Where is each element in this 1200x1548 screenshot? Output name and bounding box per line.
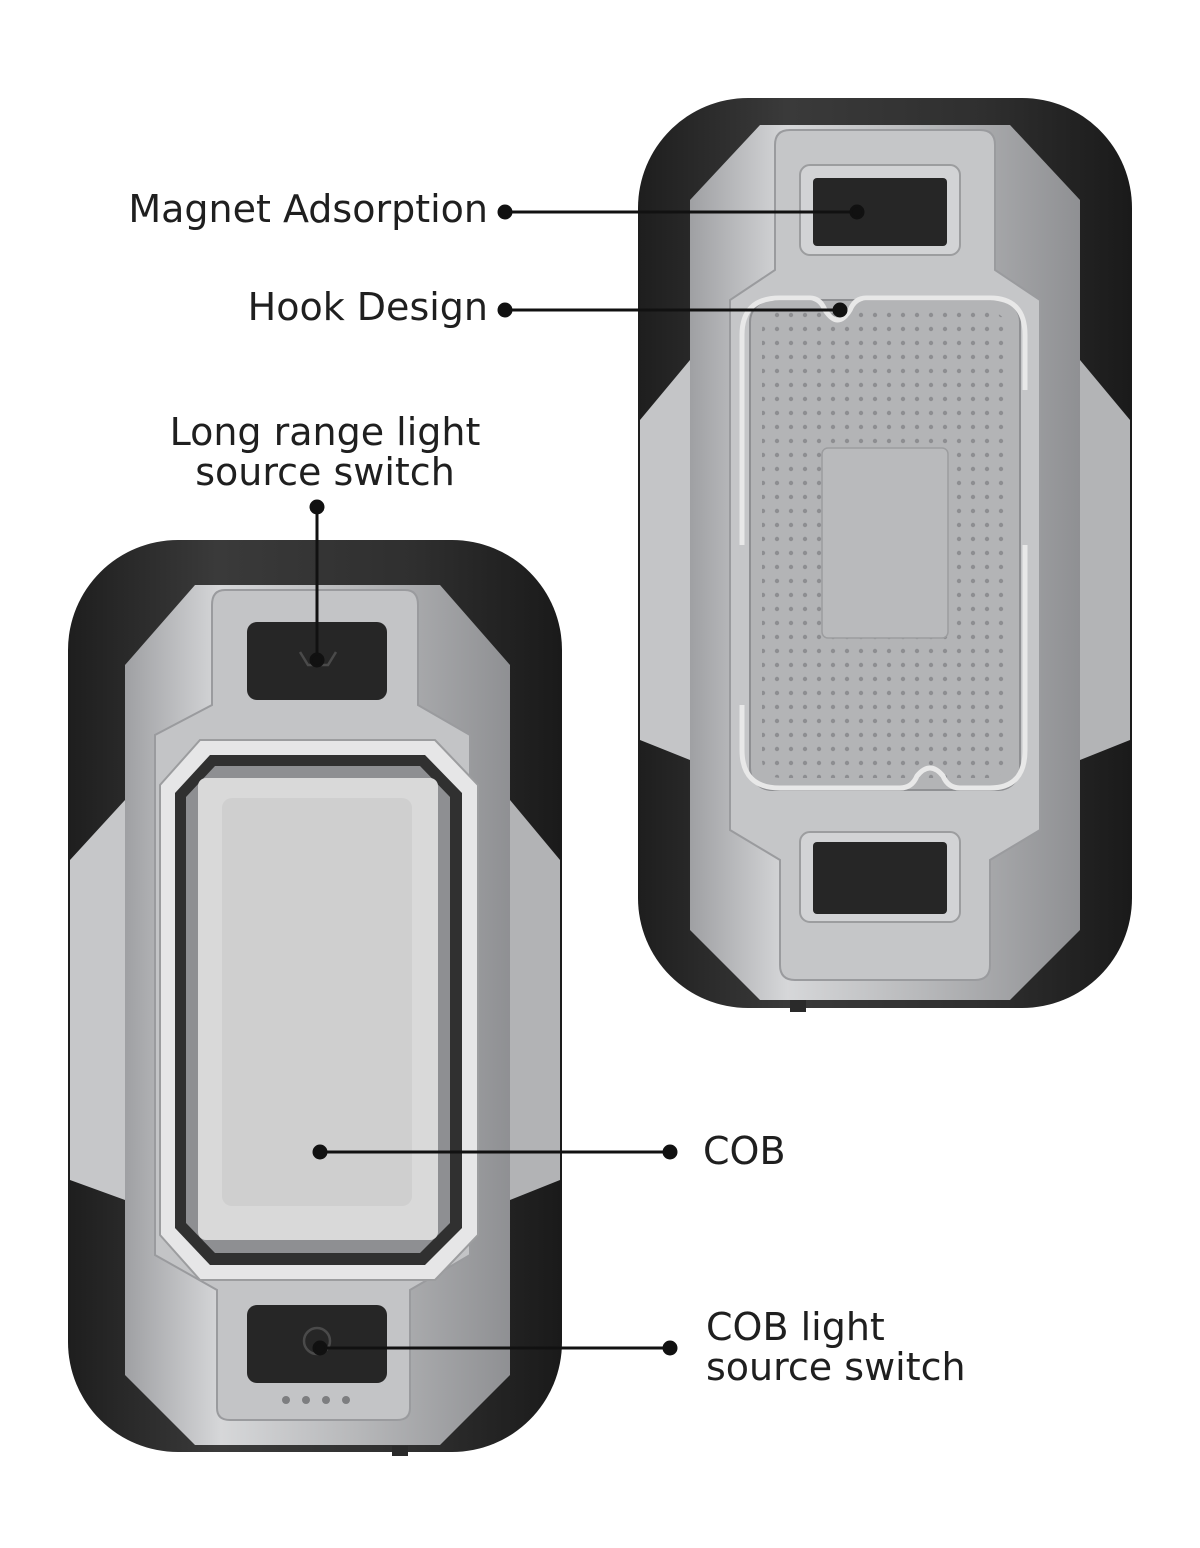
long-range-leader-start-dot xyxy=(309,499,325,515)
magnet-bottom-inner xyxy=(813,842,947,914)
label-long-range-line2: source switch xyxy=(195,449,455,494)
cob-switch-leader-start-dot xyxy=(312,1340,328,1356)
label-cob: COB xyxy=(703,1129,786,1173)
magnet-leader-end-dot xyxy=(849,204,865,220)
leader-lines xyxy=(309,204,865,1356)
label-cob-switch-line2: source switch xyxy=(706,1344,966,1389)
label-cob-switch: COB light source switch xyxy=(706,1305,966,1389)
hook-plate-center xyxy=(821,447,949,639)
hook-leader-start-dot xyxy=(497,302,513,318)
front-device xyxy=(68,540,562,1456)
cob-switch-leader-end-dot xyxy=(662,1340,678,1356)
label-long-range-line1: Long range light xyxy=(169,410,481,454)
battery-dot-3 xyxy=(322,1396,330,1404)
label-magnet-adsorption: Magnet Adsorption xyxy=(128,187,488,231)
magnet-top-inner xyxy=(813,178,947,246)
magnet-leader-start-dot xyxy=(497,204,513,220)
cob-leader-start-dot xyxy=(312,1144,328,1160)
battery-dot-1 xyxy=(282,1396,290,1404)
cob-leader-end-dot xyxy=(662,1144,678,1160)
wire-hook xyxy=(739,295,1028,545)
label-cob-switch-line1: COB light xyxy=(706,1305,885,1349)
label-long-range-switch: Long range light source switch xyxy=(110,410,540,494)
battery-dot-4 xyxy=(342,1396,350,1404)
battery-dot-2 xyxy=(302,1396,310,1404)
label-hook-design: Hook Design xyxy=(247,285,488,329)
back-device xyxy=(638,98,1132,1012)
long-range-leader-end-dot xyxy=(309,652,325,668)
hook-leader-end-dot xyxy=(832,302,848,318)
